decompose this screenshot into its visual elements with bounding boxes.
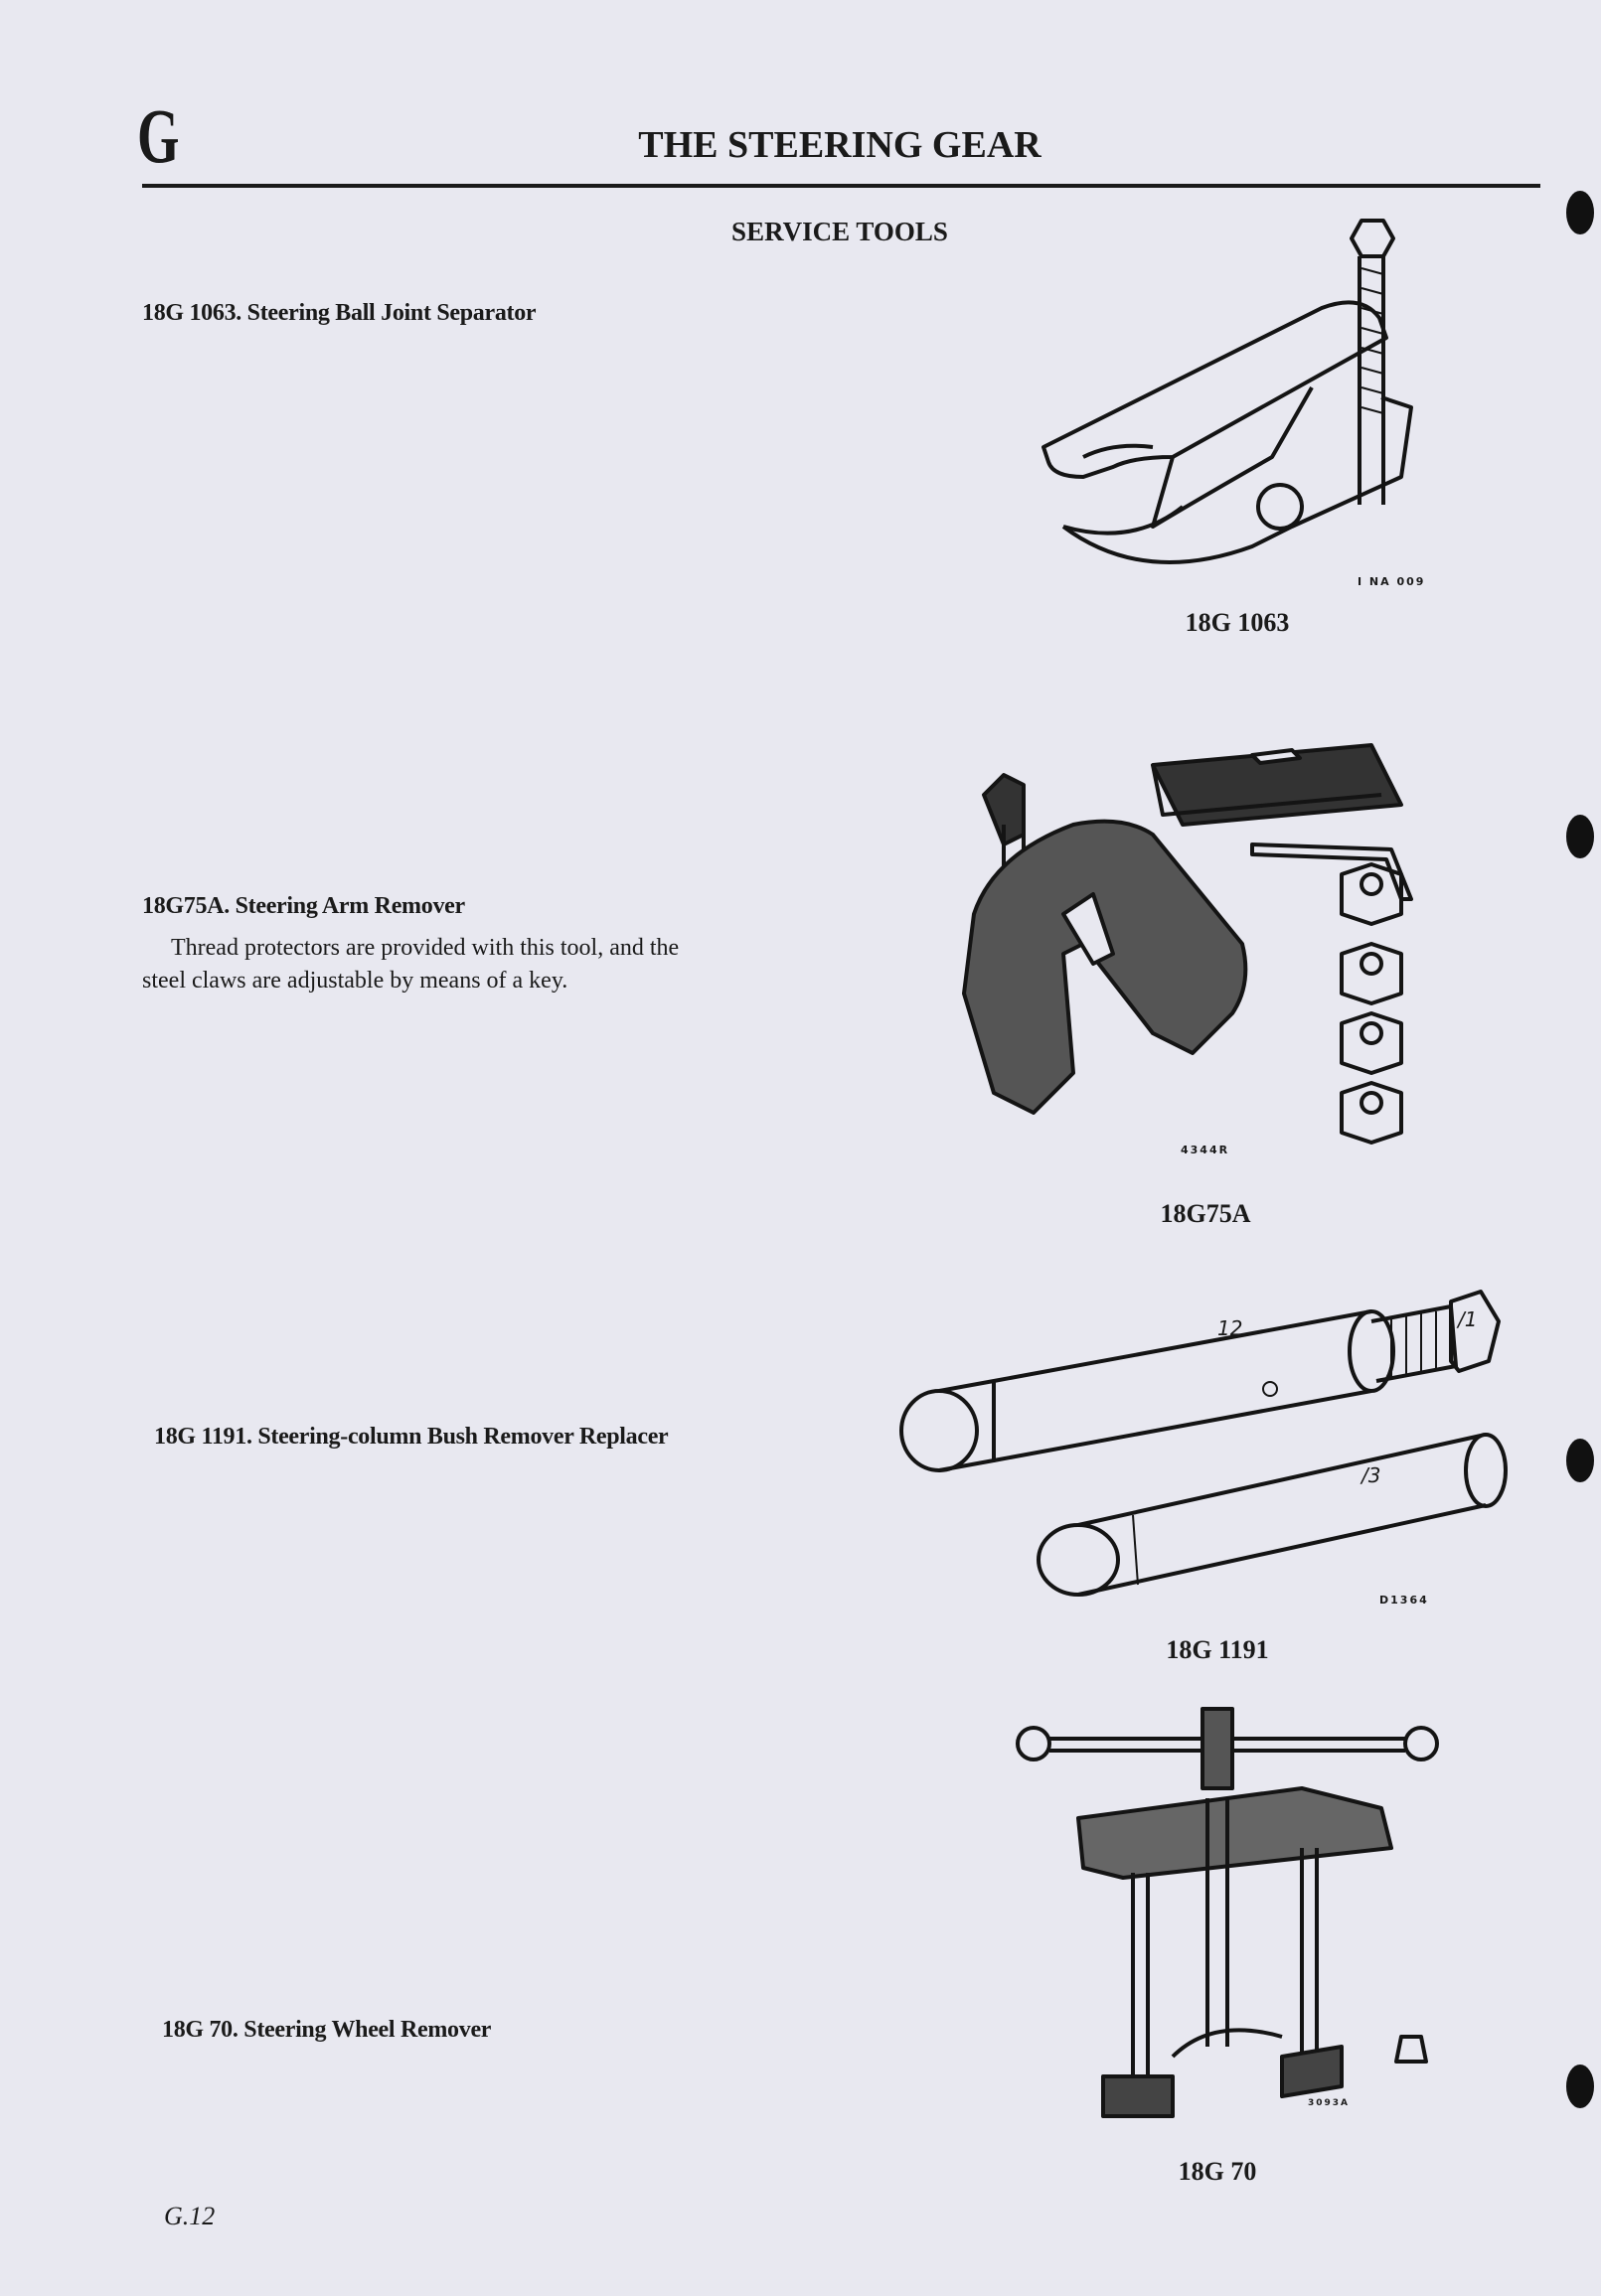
tool-caption: 18G 1063 — [1185, 608, 1290, 637]
binder-hole — [1566, 191, 1594, 234]
tool-caption: 18G 1191 — [1166, 1635, 1269, 1664]
part-label: /3 — [1361, 1463, 1381, 1487]
binder-hole — [1566, 1439, 1594, 1482]
tool-heading-18g70: 18G 70. Steering Wheel Remover — [162, 2017, 492, 2043]
steering-wheel-remover-illustration — [1016, 1707, 1439, 2118]
tool-caption: 18G75A — [1160, 1199, 1251, 1228]
figure-ref: D1364 — [1379, 1594, 1429, 1607]
steering-arm-remover-illustration — [962, 743, 1413, 1145]
tool-description-line: Thread protectors are provided with this… — [171, 935, 680, 961]
part-label: /1 — [1458, 1307, 1478, 1331]
figure-ref: 3093A — [1308, 2098, 1351, 2108]
ball-joint-separator-illustration — [1041, 219, 1413, 564]
tool-caption: 18G 70 — [1178, 2157, 1257, 2186]
tool-heading-18g75a: 18G75A. Steering Arm Remover — [142, 893, 465, 919]
figure-ref: I NA 009 — [1358, 575, 1426, 588]
header-rule — [142, 184, 1540, 188]
bush-remover-replacer-illustration — [899, 1290, 1508, 1597]
binder-hole — [1566, 2065, 1594, 2108]
page-title: THE STEERING GEAR — [638, 124, 1041, 166]
section-subtitle: SERVICE TOOLS — [731, 217, 948, 246]
figure-ref: 4344R — [1181, 1144, 1230, 1156]
part-label: 12 — [1217, 1316, 1243, 1340]
section-letter: G — [137, 92, 180, 179]
tool-heading-18g1063: 18G 1063. Steering Ball Joint Separator — [142, 300, 537, 326]
tool-description-line: steel claws are adjustable by means of a… — [142, 968, 568, 994]
binder-hole — [1566, 815, 1594, 858]
tool-heading-18g1191: 18G 1191. Steering-column Bush Remover R… — [154, 1424, 669, 1450]
page-number: G.12 — [164, 2202, 216, 2230]
